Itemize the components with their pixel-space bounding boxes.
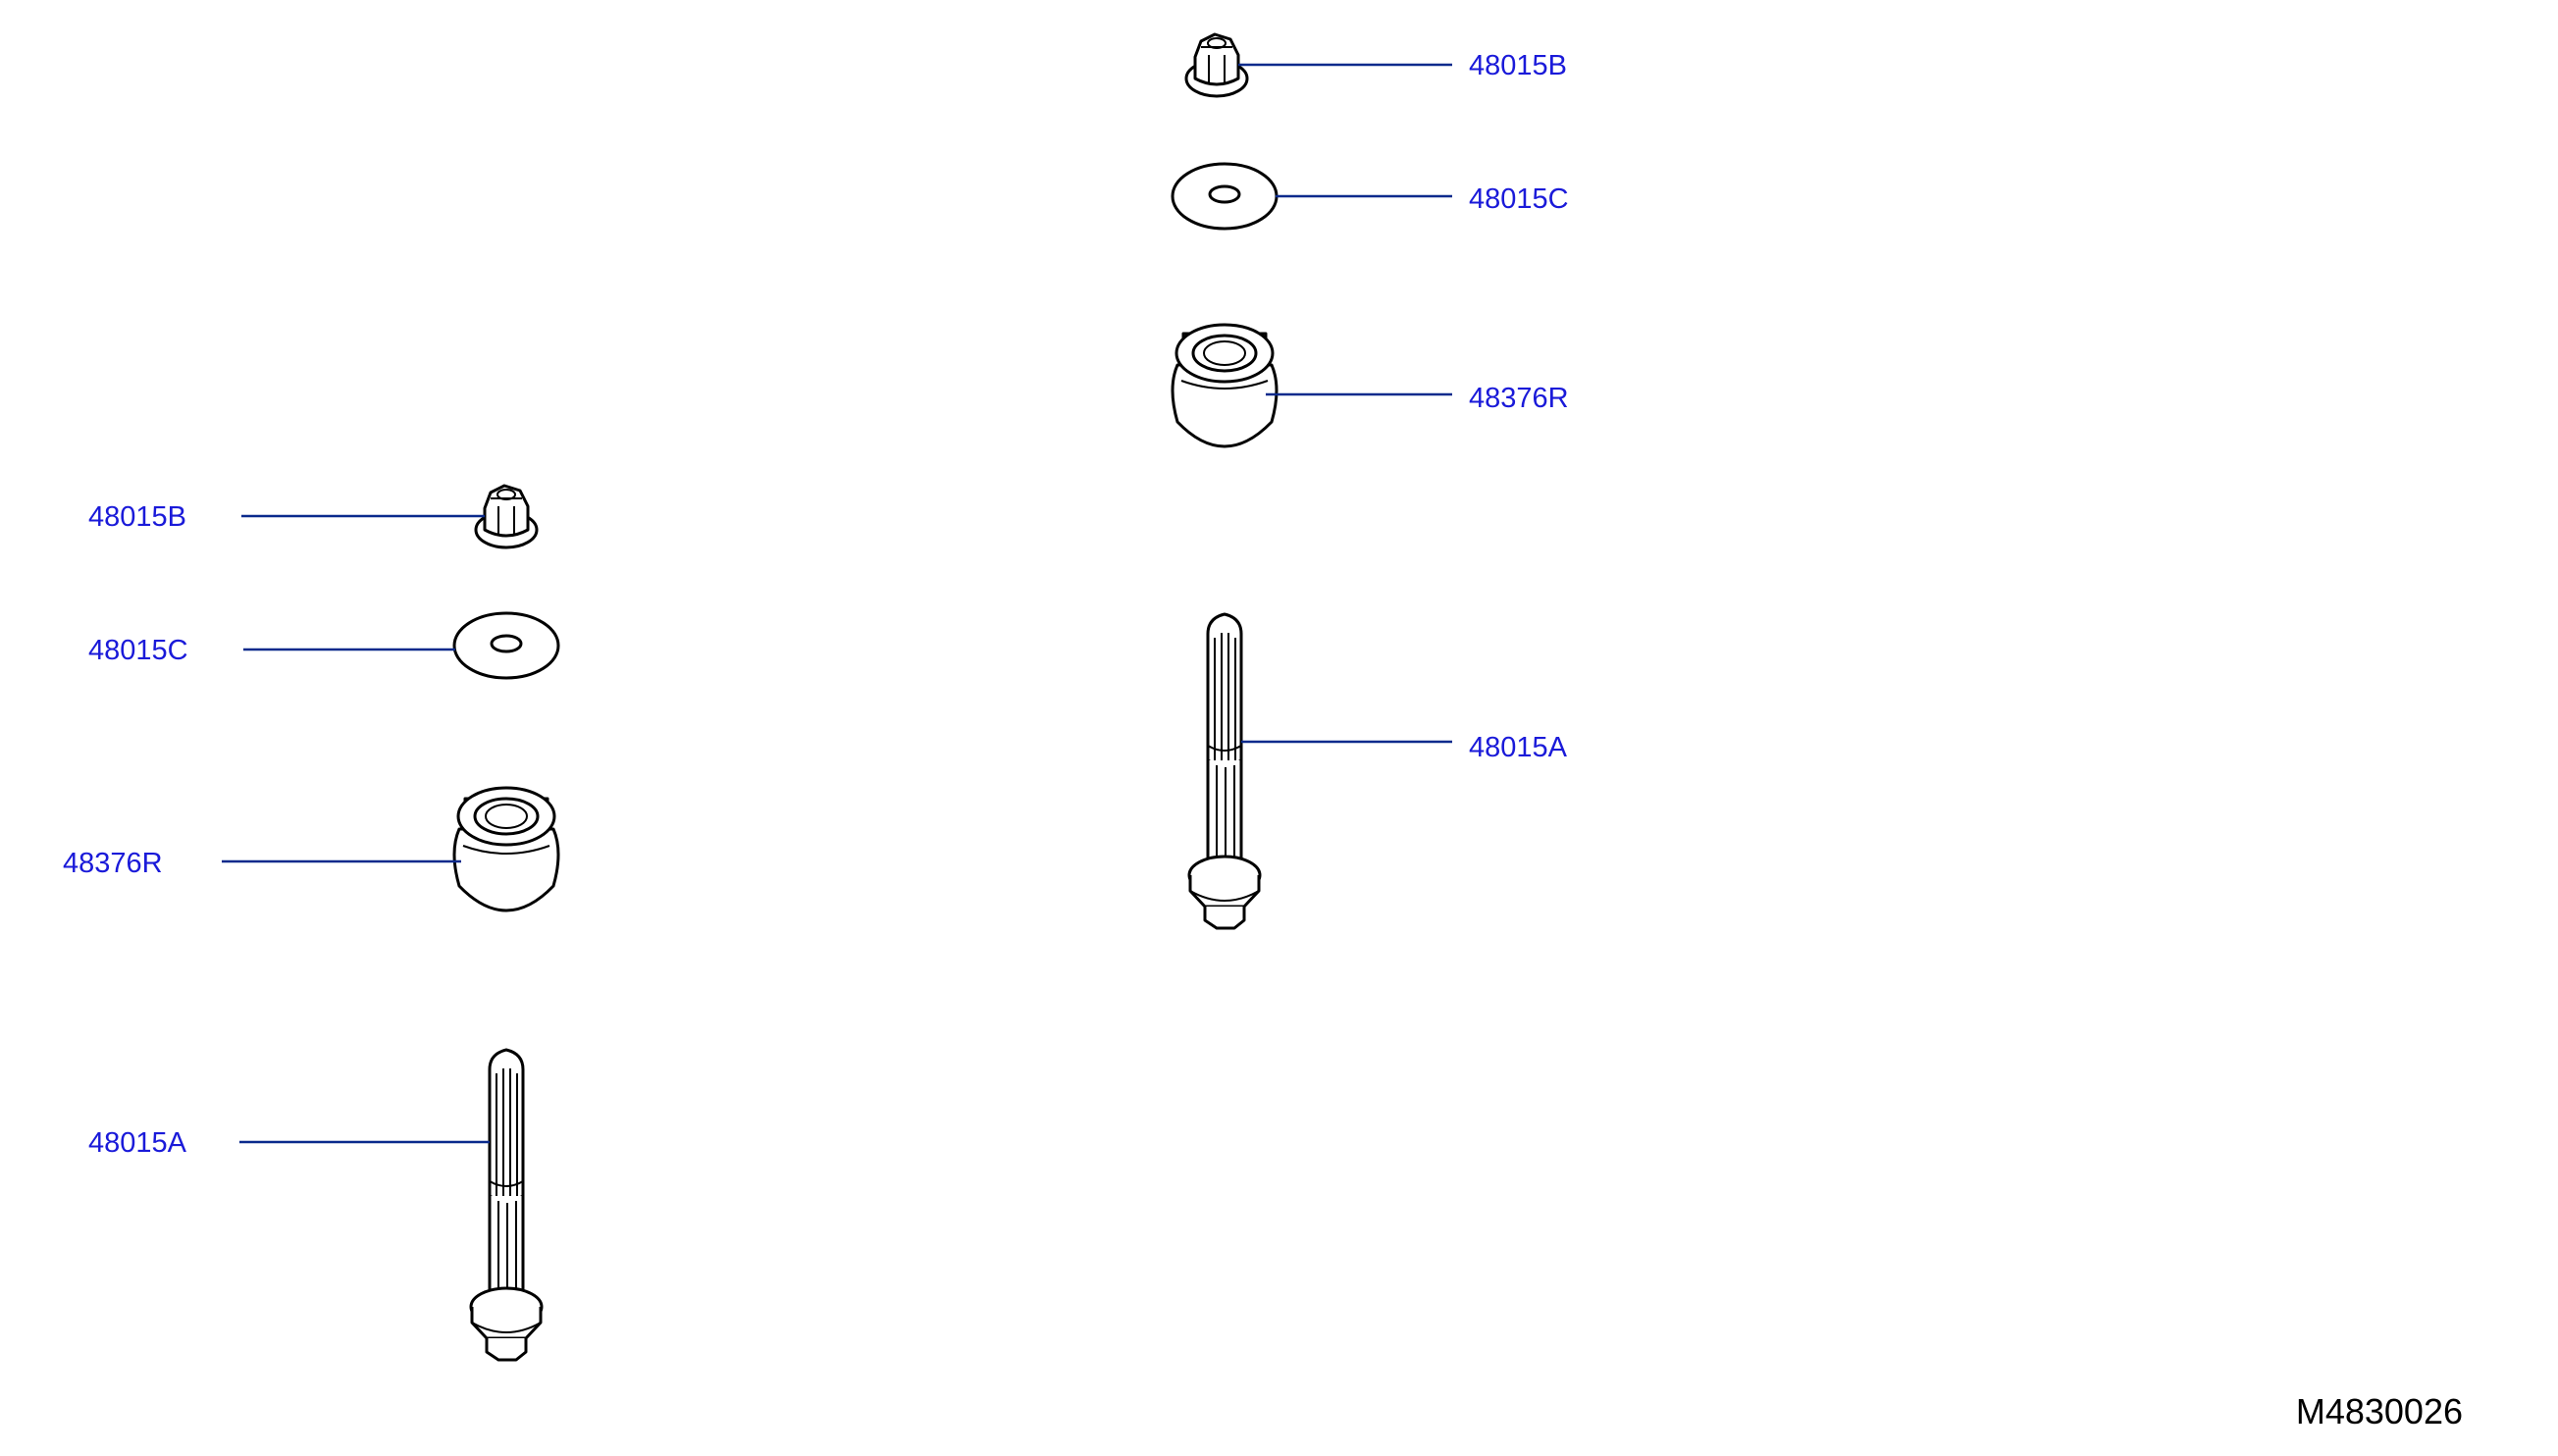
right-washer-label: 48015C xyxy=(1469,183,1569,215)
right-bolt xyxy=(1187,612,1262,930)
right-washer xyxy=(1171,162,1279,231)
left-nut-label: 48015B xyxy=(88,501,186,533)
right-bushing xyxy=(1171,323,1279,448)
left-bolt xyxy=(469,1048,544,1362)
left-washer xyxy=(452,611,560,680)
left-bushing-label: 48376R xyxy=(63,848,163,879)
diagram-code: M4830026 xyxy=(2296,1391,2463,1431)
left-flange-nut xyxy=(474,484,539,549)
right-nut-label: 48015B xyxy=(1469,50,1567,81)
right-bushing-label: 48376R xyxy=(1469,383,1569,414)
left-bushing xyxy=(452,786,560,912)
left-bolt-label: 48015A xyxy=(88,1127,187,1159)
right-bolt-label: 48015A xyxy=(1469,732,1568,763)
right-flange-nut xyxy=(1184,32,1249,98)
left-washer-label: 48015C xyxy=(88,635,188,666)
